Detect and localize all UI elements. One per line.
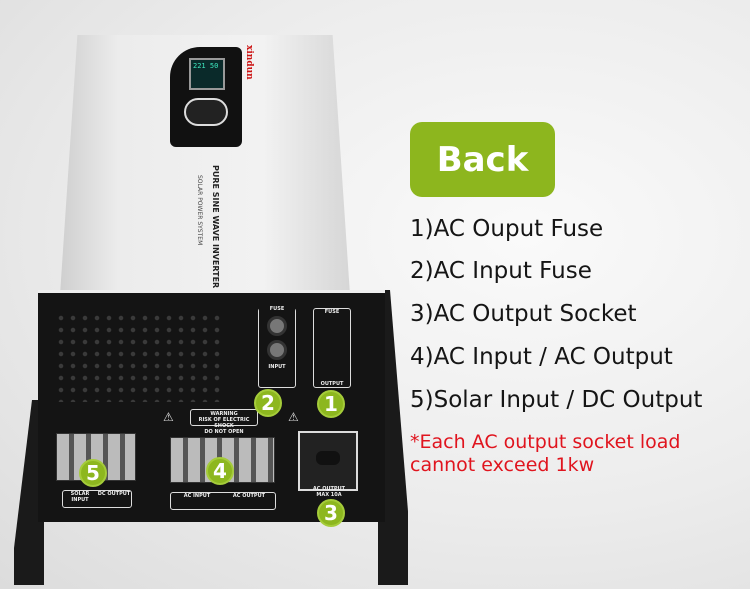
- load-note-line-2: cannot exceed 1kw: [410, 454, 595, 476]
- back-heading: Back: [410, 122, 555, 197]
- legend-item-5: 5)Solar Input / DC Output: [410, 387, 703, 413]
- warning-icon: ⚠: [288, 410, 299, 424]
- socket-label: AC OUTPUT MAX 10A: [312, 486, 346, 498]
- model-label: PURE SINE WAVE INVERTER: [211, 165, 220, 289]
- marker-5: 5: [79, 459, 107, 487]
- legend-item-4: 4)AC Input / AC Output: [410, 344, 673, 370]
- legend-item-3: 3)AC Output Socket: [410, 301, 637, 327]
- warning-icon: ⚠: [163, 410, 174, 424]
- input-fuse-box: FUSE INPUT: [258, 306, 296, 388]
- marker-3: 3: [317, 499, 345, 527]
- warning-label: WARNING RISK OF ELECTRIC SHOCK DO NOT OP…: [190, 409, 258, 435]
- fuse-holder: [267, 316, 287, 336]
- output-fuse-box: FUSE OUTPUT: [313, 308, 351, 388]
- socket-holes: [316, 451, 340, 465]
- load-note-line-1: *Each AC output socket load: [410, 431, 681, 453]
- vent-grill: [55, 312, 225, 402]
- fuse-holder: [267, 340, 287, 360]
- legend-item-1: 1)AC Ouput Fuse: [410, 216, 604, 242]
- marker-1: 1: [317, 390, 345, 418]
- marker-2: 2: [254, 389, 282, 417]
- lcd-display: 221 50: [189, 58, 225, 90]
- control-buttons: [184, 98, 228, 126]
- solar-dc-label-plate: SOLAR INPUT DC OUTPUT: [62, 490, 132, 508]
- ac-output-socket: [298, 431, 358, 491]
- brand-logo: xindun: [244, 45, 254, 80]
- ac-label-plate: AC INPUT AC OUTPUT: [170, 492, 276, 510]
- legend-item-2: 2)AC Input Fuse: [410, 258, 592, 284]
- model-subtitle: SOLAR POWER SYSTEM: [196, 175, 203, 246]
- marker-4: 4: [206, 457, 234, 485]
